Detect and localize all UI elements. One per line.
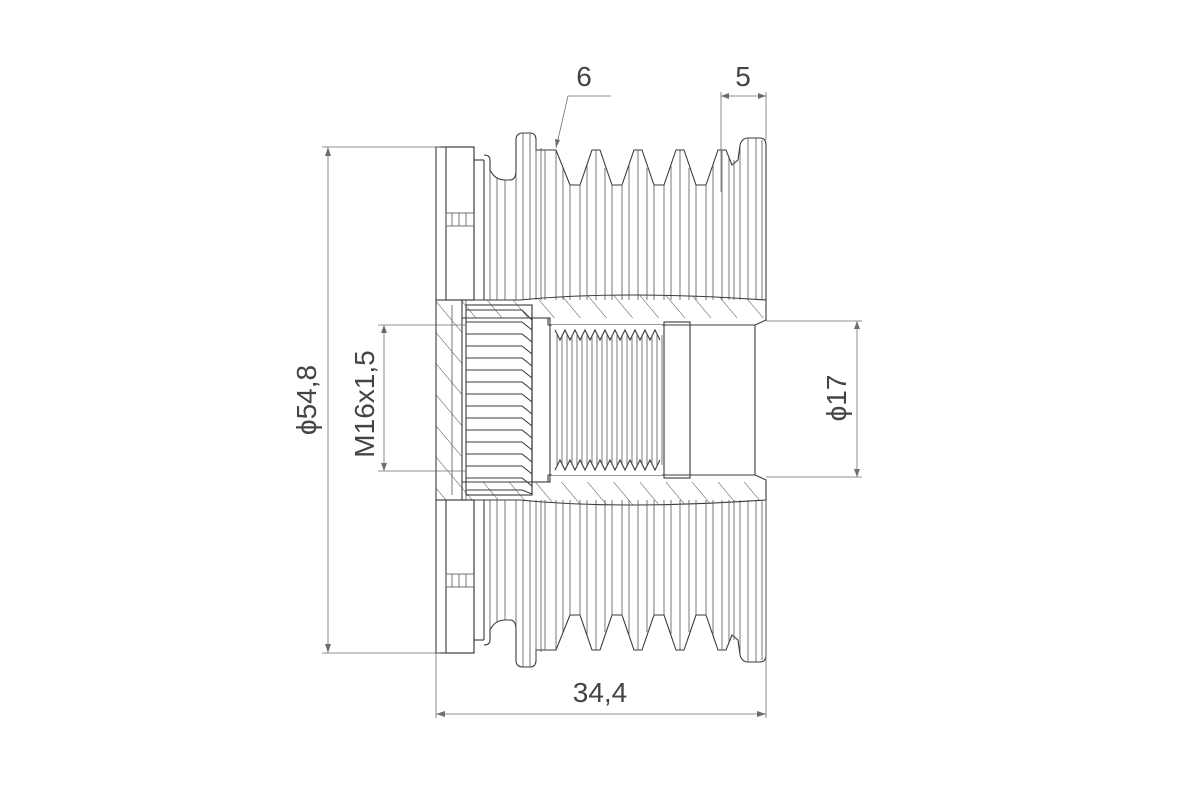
pulley-cross-section [435,294,767,506]
dimension-flange-width: 5 [720,61,767,192]
rib-lines-lower [555,500,763,662]
callout-rib-count: 6 [555,61,611,149]
dimension-outer-diameter: ϕ54,8 [291,146,440,654]
pulley-upper-exterior [435,132,767,301]
dimension-overall-length: 34,4 [435,500,767,718]
flange-width-label: 5 [735,61,751,92]
dimension-thread: M16x1,5 [349,324,466,472]
pulley-lower-exterior [435,499,767,668]
dimension-bore-diameter: ϕ17 [766,320,862,478]
bore-diameter-label: ϕ17 [821,375,852,422]
rib-lines-upper [555,138,763,300]
internal-thread-m16 [552,325,663,475]
thread-label: M16x1,5 [349,350,380,457]
overall-length-label: 34,4 [573,677,628,708]
outer-diameter-label: ϕ54,8 [291,365,322,435]
rib-count-label: 6 [576,61,592,92]
